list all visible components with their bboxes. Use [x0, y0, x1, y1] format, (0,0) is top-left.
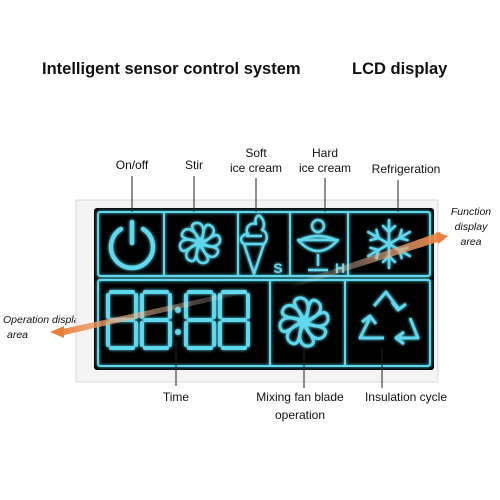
label-operation-line2: area — [7, 329, 29, 341]
system-title: Intelligent sensor control system — [42, 60, 301, 78]
label-stir: Stir — [185, 158, 203, 172]
power-icon — [108, 219, 156, 271]
function-area-arrow — [288, 232, 444, 288]
label-function-line3: area — [460, 236, 482, 248]
label-soft-line2: ice cream — [229, 161, 283, 175]
label-insulation-cycle: Insulation cycle — [364, 390, 448, 404]
label-time: Time — [162, 390, 190, 404]
label-hard-line2: ice cream — [298, 161, 352, 175]
label-function-line1: Function — [450, 206, 492, 218]
operation-arrow-head — [50, 326, 64, 338]
label-soft-line1: Soft — [245, 146, 267, 160]
label-onoff: On/off — [115, 158, 149, 172]
leader-lines — [131, 176, 399, 388]
insulation-cycle-icon — [358, 290, 420, 346]
label-hard-line1: Hard — [311, 146, 339, 160]
soft-ice-cream-icon — [239, 214, 268, 276]
label-refrigeration: Refrigeration — [371, 162, 441, 176]
label-function-line2: display — [454, 221, 488, 233]
label-mixing-line2: operation — [274, 408, 326, 422]
display-title: LCD display — [352, 60, 448, 78]
label-soft-ice-cream: Soft ice cream — [230, 146, 282, 176]
label-function-area: Function display area — [449, 205, 493, 250]
operation-area-arrow — [58, 288, 252, 336]
label-hard-ice-cream: Hard ice cream — [299, 146, 351, 176]
label-mixing-fan: Mixing fan blade operation — [256, 390, 343, 423]
label-mixing-line1: Mixing fan blade — [256, 390, 344, 404]
label-operation-line1: Operation display — [3, 314, 85, 326]
mixing-fan-icon — [278, 296, 330, 348]
stir-fan-icon — [178, 221, 222, 265]
label-operation-area: Operation display area — [3, 313, 85, 343]
hard-ice-cream-icon — [296, 218, 340, 272]
soft-letter: S — [273, 260, 282, 276]
function-arrow-head — [436, 232, 448, 244]
